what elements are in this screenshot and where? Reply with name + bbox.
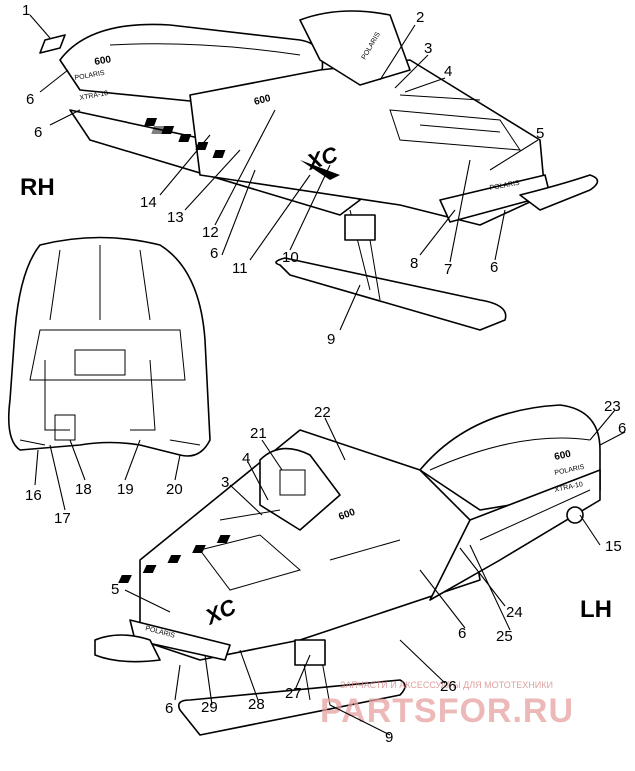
callout-label: 2 — [416, 9, 424, 26]
callout-label: 8 — [410, 255, 418, 272]
callout-label: 21 — [250, 425, 267, 442]
lh-snowmobile: 600 POLARIS XTRA-10 600 XC POLARIS — [94, 404, 601, 736]
rh-xtra-decal: XTRA-10 — [79, 90, 109, 102]
rh-hood-600-decal: 600 — [253, 93, 272, 108]
rh-snowmobile: 600 POLARIS XTRA-10 600 XC POLARIS POLAR… — [39, 10, 599, 331]
rh-windshield — [299, 10, 411, 86]
lh-rear-idler — [566, 506, 584, 524]
callout-label: 1 — [22, 2, 30, 19]
callout-label: 23 — [604, 398, 621, 415]
watermark: ЗАПЧАСТИ И АКСЕССУАРЫ ДЛЯ МОТОТЕХНИКИ PA… — [320, 680, 574, 730]
callout-label: 9 — [327, 331, 335, 348]
watermark-logo: PARTSFOR.RU — [320, 692, 574, 730]
rh-seat-line — [109, 43, 301, 56]
lh-windshield — [259, 447, 341, 531]
lh-seat — [419, 404, 601, 511]
callout-label: 5 — [111, 581, 119, 598]
callout-label: 6 — [34, 124, 42, 141]
callout-label: 17 — [54, 510, 71, 527]
lh-ski-front — [94, 634, 161, 663]
callout-label: 4 — [242, 450, 250, 467]
callout-label: 6 — [458, 625, 466, 642]
callout-label: 13 — [167, 209, 184, 226]
rh-vent-lines — [399, 94, 501, 133]
lh-seat-line — [429, 437, 591, 471]
decal-1-shape — [39, 34, 66, 54]
watermark-subtitle: ЗАПЧАСТИ И АКСЕССУАРЫ ДЛЯ МОТОТЕХНИКИ — [340, 680, 553, 690]
callout-label: 11 — [232, 260, 248, 277]
callout-label: 4 — [444, 63, 452, 80]
callout-label: 25 — [496, 628, 513, 645]
rh-ski — [275, 257, 507, 331]
hood-top-sides — [44, 359, 156, 431]
callout-labels: 1 2 3 4 5 6 6 15 14 13 12 6 11 10 8 7 6 … — [22, 2, 626, 746]
lh-hood — [139, 429, 481, 661]
callout-label: 15 — [605, 538, 622, 555]
callout-label: 29 — [201, 699, 218, 716]
callout-label: 7 — [444, 261, 452, 278]
hood-top-view — [7, 236, 211, 457]
callout-label: 19 — [117, 481, 134, 498]
rh-seat-600-decal: 600 — [94, 54, 113, 68]
callout-label: 28 — [248, 696, 265, 713]
callout-label: 9 — [385, 729, 393, 746]
hood-top-outline — [7, 236, 211, 457]
lh-hood-vents — [199, 509, 401, 591]
lh-checker-stripe — [118, 535, 231, 583]
callout-label: 5 — [536, 125, 544, 142]
callout-label: 12 — [202, 224, 219, 241]
callout-label: 3 — [221, 474, 229, 491]
hood-top-front-edge — [19, 439, 201, 446]
lh-seat-600-decal: 600 — [553, 449, 572, 463]
rh-hood-vent — [389, 109, 521, 151]
callout-label: 26 — [440, 678, 457, 695]
callout-label: 6 — [210, 245, 218, 262]
lh-bumper — [129, 619, 231, 661]
rh-ski-front — [519, 174, 599, 211]
lh-windshield-window — [279, 469, 306, 496]
callout-label: 6 — [26, 91, 34, 108]
callout-label: 6 — [618, 420, 626, 437]
callout-label: 3 — [424, 40, 432, 57]
callout-label: 10 — [282, 249, 299, 266]
hood-top-ribs — [49, 245, 151, 321]
callout-label: 20 — [166, 481, 183, 498]
callout-label: 6 — [165, 700, 173, 717]
lh-track-rail — [479, 489, 591, 541]
hood-top-panel — [29, 329, 186, 381]
hood-top-vent — [74, 349, 126, 376]
callout-label: 16 — [25, 487, 42, 504]
leader-lines — [29, 14, 626, 736]
callout-label: 6 — [490, 259, 498, 276]
rh-view-label: RH — [20, 174, 55, 201]
lh-tunnel — [429, 469, 601, 601]
callout-label: 18 — [75, 481, 92, 498]
rh-spindle — [344, 214, 376, 241]
lh-ski — [177, 679, 406, 736]
callout-label: 24 — [506, 604, 523, 621]
callout-label: 22 — [314, 404, 331, 421]
callout-label: 14 — [140, 194, 157, 211]
lh-view-label: LH — [580, 596, 612, 623]
callout-label: 27 — [285, 685, 302, 702]
decal-18-shape — [54, 414, 76, 441]
lh-spindle — [294, 639, 326, 666]
